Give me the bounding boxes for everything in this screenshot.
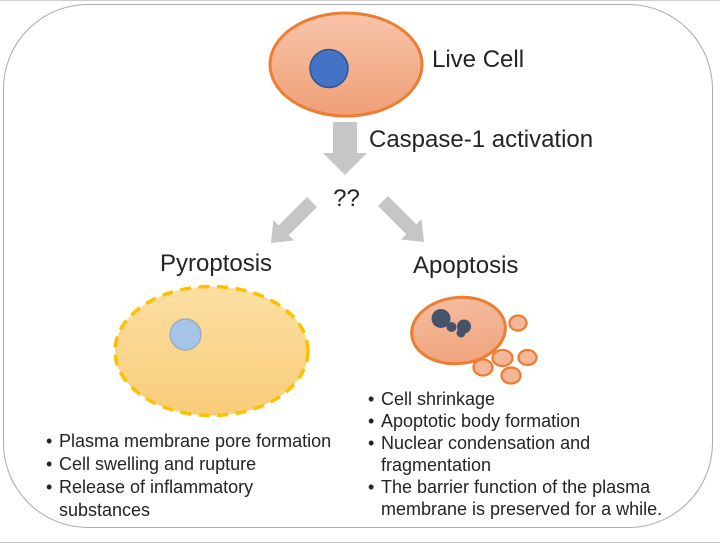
bottom-edge-line — [0, 542, 720, 543]
apoptotic-body — [517, 348, 538, 367]
bullet-text: The barrier function of the plasma membr… — [381, 477, 663, 519]
list-item: • The barrier function of the plasma mem… — [368, 476, 676, 520]
caspase-activation-label: Caspase-1 activation — [369, 126, 594, 153]
bullet-text: Cell swelling and rupture — [59, 454, 257, 474]
bullet-text: Release of inflammatory substances — [59, 477, 254, 520]
apoptosis-bullet-list: • Cell shrinkage • Apoptotic body format… — [368, 388, 676, 520]
apoptotic-body — [508, 314, 528, 332]
apoptosis-title: Apoptosis — [413, 252, 519, 279]
nuclear-fragment — [446, 322, 457, 332]
apoptotic-bodies — [472, 314, 538, 385]
left-branch-arrow-icon — [270, 197, 317, 244]
apoptotic-body — [491, 348, 514, 368]
list-item: • Apoptotic body formation — [368, 410, 676, 432]
bullet-text: Cell shrinkage — [381, 389, 496, 409]
right-branch-arrow-icon — [378, 196, 425, 243]
bullet-glyph: • — [368, 411, 375, 431]
down-arrow-icon — [323, 122, 367, 175]
apoptotic-body — [472, 358, 494, 377]
pyroptosis-cell-shape — [113, 284, 310, 418]
bullet-glyph: • — [368, 477, 375, 497]
pyroptosis-bullet-list: • Plasma membrane pore formation • Cell … — [46, 430, 342, 522]
bullet-text: Apoptotic body formation — [381, 411, 581, 431]
bullet-glyph: • — [46, 454, 53, 474]
rounded-frame-border — [3, 4, 713, 528]
list-item: • Nuclear condensation and fragmentation — [368, 432, 676, 476]
bullet-text: Nuclear condensation and fragmentation — [381, 433, 591, 475]
bullet-glyph: • — [368, 433, 375, 453]
pyroptosis-nucleus — [169, 318, 202, 351]
bullet-glyph: • — [46, 477, 53, 497]
nuclear-fragment — [431, 309, 451, 328]
bullet-text: Plasma membrane pore formation — [59, 431, 332, 451]
bullet-glyph: • — [46, 431, 53, 451]
list-item: • Plasma membrane pore formation — [46, 430, 342, 453]
live-cell-nucleus — [309, 48, 349, 89]
list-item: • Cell swelling and rupture — [46, 453, 342, 476]
pyroptosis-title: Pyroptosis — [160, 250, 273, 277]
nuclear-fragment — [456, 328, 466, 338]
bullet-glyph: • — [368, 389, 375, 409]
top-edge-line — [0, 0, 720, 1]
nuclear-fragments — [431, 309, 471, 338]
question-marks-label: ?? — [333, 185, 360, 212]
list-item: • Cell shrinkage — [368, 388, 676, 410]
live-cell-label: Live Cell — [432, 46, 525, 73]
list-item: • Release of inflammatory substances — [46, 476, 342, 522]
apoptotic-body — [500, 366, 522, 385]
